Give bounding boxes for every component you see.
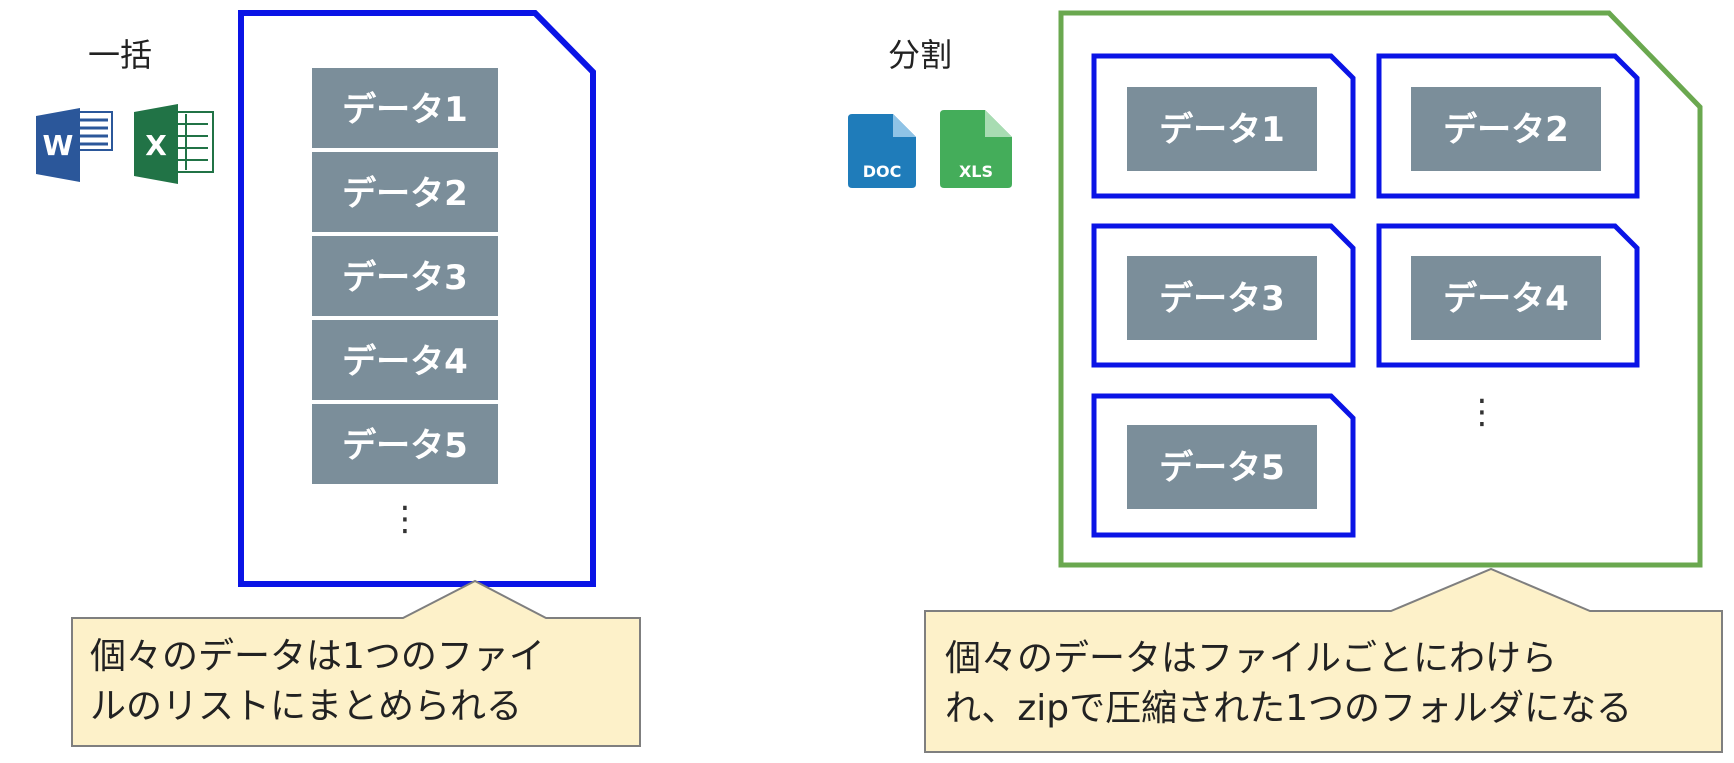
right-data-label: データ5 bbox=[1159, 448, 1285, 488]
right-callout bbox=[924, 567, 1723, 753]
xls-file-icon-label: XLS bbox=[959, 162, 993, 181]
left-data-row bbox=[312, 320, 498, 400]
right-folder-outline bbox=[1058, 10, 1703, 568]
left-data-list: データ1 データ2 データ3 データ4 データ5 bbox=[312, 68, 498, 484]
right-callout-line-1: 個々のデータはファイルごとにわけら bbox=[945, 638, 1557, 679]
right-callout-line-2: れ、zipで圧縮された1つのフォルダになる bbox=[945, 688, 1632, 729]
left-data-label: データ2 bbox=[342, 174, 468, 214]
left-more-ellipsis: ⋮ bbox=[388, 499, 422, 539]
word-icon-letter: W bbox=[43, 129, 74, 162]
right-data-box bbox=[1127, 87, 1317, 171]
right-file-cards: データ1 データ2 データ3 データ4 データ5 bbox=[1091, 53, 1640, 538]
right-data-box bbox=[1411, 256, 1601, 340]
left-data-row bbox=[312, 236, 498, 316]
excel-icon-letter: X bbox=[145, 129, 167, 162]
doc-file-icon-label: DOC bbox=[863, 162, 902, 181]
left-data-label: データ4 bbox=[342, 342, 468, 382]
left-data-label: データ3 bbox=[342, 258, 468, 298]
right-data-box bbox=[1411, 87, 1601, 171]
left-data-label: データ1 bbox=[342, 90, 468, 130]
excel-icon: X bbox=[134, 104, 214, 184]
left-document-outline bbox=[238, 10, 596, 587]
left-title: 一括 bbox=[88, 36, 152, 74]
left-data-row bbox=[312, 404, 498, 484]
right-title: 分割 bbox=[888, 36, 952, 74]
right-more-ellipsis: ⋮ bbox=[1465, 392, 1499, 432]
left-callout bbox=[71, 579, 641, 747]
doc-file-icon: DOC bbox=[848, 114, 916, 188]
left-data-row bbox=[312, 68, 498, 148]
right-data-label: データ3 bbox=[1159, 279, 1285, 319]
word-icon: W bbox=[36, 108, 113, 182]
xls-file-icon: XLS bbox=[940, 110, 1012, 188]
right-data-box bbox=[1127, 256, 1317, 340]
left-data-label: データ5 bbox=[342, 426, 468, 466]
left-data-row bbox=[312, 152, 498, 232]
right-data-box bbox=[1127, 425, 1317, 509]
right-data-label: データ1 bbox=[1159, 110, 1285, 150]
right-data-label: データ4 bbox=[1443, 279, 1569, 319]
left-callout-line-1: 個々のデータは1つのファイ bbox=[90, 636, 545, 677]
right-data-label: データ2 bbox=[1443, 110, 1569, 150]
left-callout-line-2: ルのリストにまとめられる bbox=[90, 686, 522, 727]
